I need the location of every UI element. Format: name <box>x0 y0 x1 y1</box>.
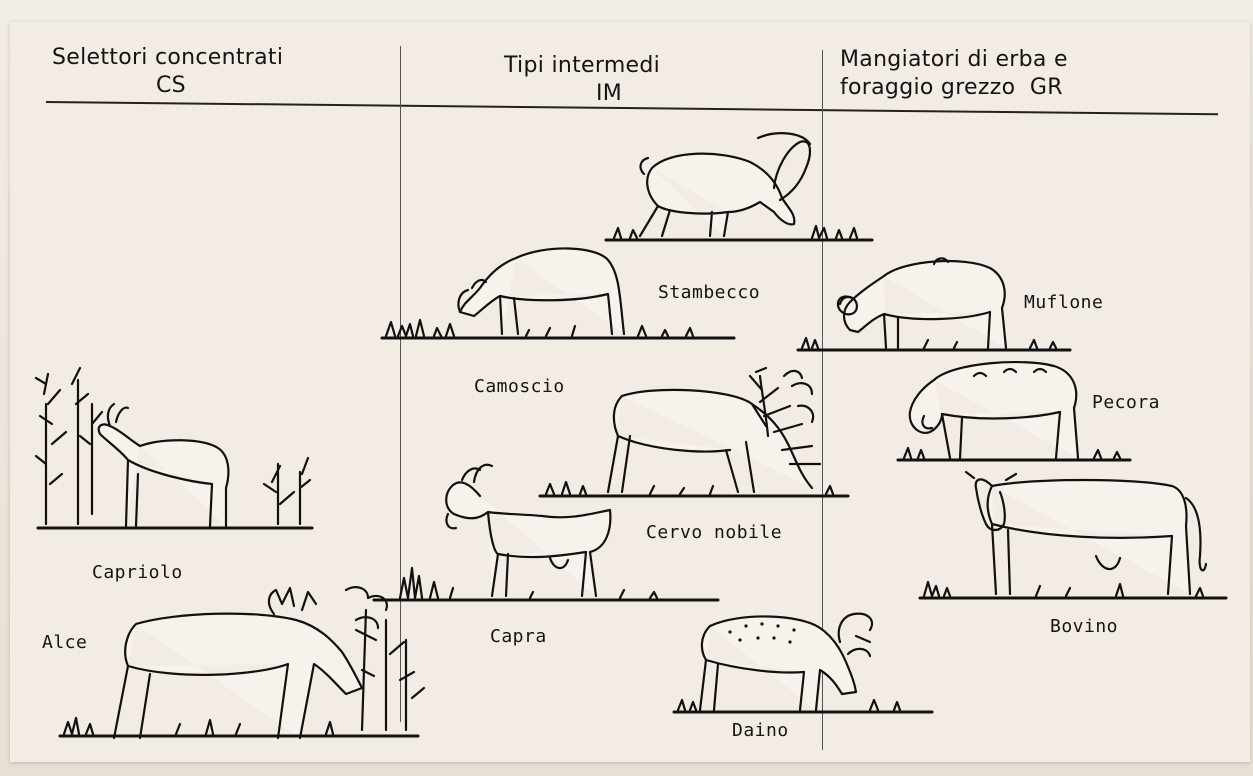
label-daino: Daino <box>732 720 789 742</box>
label-pecora: Pecora <box>1092 392 1160 414</box>
column-header-im: Tipi intermedi IM <box>504 52 660 108</box>
label-muflone: Muflone <box>1024 292 1103 314</box>
cattle-icon <box>916 466 1230 606</box>
column-title-cs: Selettori concentrati <box>52 45 283 70</box>
column-header-cs: Selettori concentrati CS <box>52 44 283 100</box>
label-stambecco: Stambecco <box>658 282 760 304</box>
label-capriolo: Capriolo <box>92 562 183 584</box>
column-header-gr: Mangiatori di erba e foraggio grezzo GR <box>840 46 1068 102</box>
fallow-deer-icon <box>670 606 940 722</box>
label-cervo-nobile: Cervo nobile <box>646 522 782 544</box>
roe-deer-icon <box>32 364 322 534</box>
label-alce: Alce <box>42 632 87 654</box>
column-code-im: IM <box>504 80 660 108</box>
column-title-im: Tipi intermedi <box>504 53 660 78</box>
column-title-gr: Mangiatori di erba e <box>840 47 1068 72</box>
moose-icon <box>56 580 436 744</box>
label-bovino: Bovino <box>1050 616 1118 638</box>
label-capra: Capra <box>490 626 547 648</box>
label-camoscio: Camoscio <box>474 376 565 398</box>
ibex-icon <box>600 128 880 248</box>
column-code-cs: CS <box>52 72 283 100</box>
column-code-gr: foraggio grezzo GR <box>840 74 1068 102</box>
